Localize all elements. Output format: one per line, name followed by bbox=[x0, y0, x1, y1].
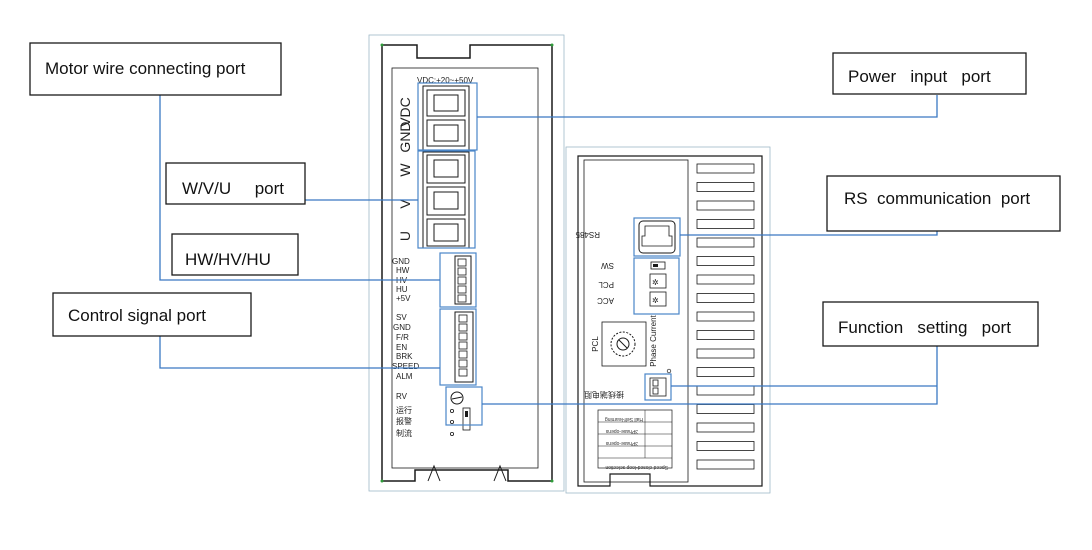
leader-line-motor-wire bbox=[159, 95, 440, 281]
svg-text:✲: ✲ bbox=[652, 296, 659, 305]
svg-text:✲: ✲ bbox=[652, 278, 659, 287]
leader-line-power bbox=[477, 95, 938, 118]
heatsink-fin bbox=[696, 422, 755, 433]
callout-function: Function setting port bbox=[822, 301, 1039, 347]
callout-power-text: Power input port bbox=[848, 67, 991, 86]
callout-power: Power input port bbox=[832, 52, 1027, 95]
terminal-label-v: V bbox=[397, 199, 413, 209]
led-label-current: 制流 bbox=[396, 428, 412, 438]
table-row-text: 3Phase-opens bbox=[605, 428, 638, 434]
heatsink-fin bbox=[696, 182, 755, 192]
callout-control-text: Control signal port bbox=[68, 306, 206, 325]
callout-rs-text: RS communication port bbox=[844, 189, 1030, 208]
heatsink-fin bbox=[696, 367, 755, 377]
resistor-label: 接线端电阻 bbox=[584, 390, 624, 400]
callout-wvu: W/V/U port bbox=[165, 162, 306, 205]
terminal-label-w: W bbox=[397, 163, 413, 177]
signal-pin-label: ALM bbox=[396, 372, 413, 381]
table-row-text: Speed closed-loop selection bbox=[605, 464, 668, 470]
heatsink-fin bbox=[696, 348, 755, 359]
hall-pin-label: GND bbox=[392, 257, 410, 266]
signal-pin-label: BRK bbox=[396, 352, 413, 361]
rs485-connector bbox=[633, 217, 681, 257]
pcl-rotary-switch: ✲ bbox=[649, 273, 667, 289]
signal-pin-label: F/R bbox=[396, 333, 409, 342]
heatsink-fin bbox=[696, 404, 755, 414]
heatsink-fin bbox=[696, 256, 755, 266]
leader-line-function bbox=[482, 346, 938, 405]
sw-switch bbox=[650, 261, 666, 270]
settings-table: Hall Self-learning 3Phase-opens 3Phase-o… bbox=[597, 409, 673, 470]
heatsink-fins bbox=[696, 163, 755, 470]
rv-label: RV bbox=[396, 392, 408, 401]
callout-motor-wire-text: Motor wire connecting port bbox=[45, 59, 246, 78]
callout-hall: HW/HV/HU bbox=[171, 233, 299, 276]
signal-pin-label: SV bbox=[396, 313, 407, 322]
callout-control: Control signal port bbox=[52, 292, 252, 337]
terminal-label-gnd: GND bbox=[397, 121, 413, 152]
signal-pin-label: SPEED bbox=[392, 362, 419, 371]
acc-rotary-switch: ✲ bbox=[649, 291, 667, 307]
leader-line-control bbox=[159, 336, 440, 369]
driver-front-view: VDC:+20~+50V VDC GND W V U GND HW HV bbox=[368, 34, 565, 492]
signal-pin-label: GND bbox=[393, 323, 411, 332]
motor-terminal-block bbox=[422, 151, 470, 249]
driver-side-view: RS485 SW PCL ACC ✲ ✲ PCL bbox=[565, 146, 771, 494]
signal-connector bbox=[454, 311, 474, 383]
hall-pin-label: HW bbox=[396, 266, 410, 275]
heatsink-fin bbox=[696, 219, 755, 229]
heatsink-fin bbox=[696, 163, 755, 174]
hall-pin-label: +5V bbox=[396, 294, 411, 303]
switch-group-highlight bbox=[633, 257, 680, 315]
callout-hall-text: HW/HV/HU bbox=[185, 250, 271, 269]
callout-wvu-text: W/V/U port bbox=[182, 179, 284, 198]
hall-connector bbox=[454, 255, 472, 305]
table-row-text: Hall Self-learning bbox=[605, 416, 643, 422]
pcl-label: PCL bbox=[598, 280, 614, 289]
heatsink-fin bbox=[696, 385, 755, 396]
terminal-label-vdc: VDC bbox=[397, 97, 413, 127]
control-port-highlight bbox=[439, 308, 477, 386]
status-leds bbox=[449, 407, 471, 436]
power-terminal-block bbox=[422, 85, 470, 151]
heatsink-fin bbox=[696, 293, 755, 303]
heatsink-fin bbox=[696, 311, 755, 322]
heatsink-fin bbox=[696, 274, 755, 285]
table-row-text: 3Phase-opens bbox=[605, 440, 638, 446]
signal-pin-label: EN bbox=[396, 343, 407, 352]
acc-label: ACC bbox=[597, 296, 614, 305]
rv-potentiometer bbox=[450, 391, 464, 405]
heatsink-fin bbox=[696, 200, 755, 211]
vdc-range-label: VDC:+20~+50V bbox=[417, 76, 474, 85]
led-label-alarm: 报警 bbox=[396, 416, 412, 426]
pcl-knob-label: PCL bbox=[591, 336, 600, 352]
heatsink-fin bbox=[696, 330, 755, 340]
sw-label: SW bbox=[601, 261, 614, 270]
phase-current-knob bbox=[601, 321, 647, 367]
callout-motor-wire: Motor wire connecting port bbox=[29, 42, 282, 96]
rs485-label: RS485 bbox=[575, 230, 600, 239]
function-dip-switch bbox=[644, 368, 672, 401]
callout-function-text: Function setting port bbox=[838, 318, 1011, 337]
phase-current-label: Phase Current bbox=[649, 314, 658, 366]
heatsink-fin bbox=[696, 459, 755, 470]
heatsink-fin bbox=[696, 237, 755, 248]
led-label-run: 运行 bbox=[396, 405, 412, 415]
callout-rs: RS communication port bbox=[826, 175, 1061, 232]
hall-pin-label: HU bbox=[396, 285, 408, 294]
heatsink-fin bbox=[696, 441, 755, 451]
terminal-label-u: U bbox=[397, 231, 413, 241]
rv-highlight bbox=[445, 386, 483, 426]
leader-line-rs bbox=[680, 231, 938, 236]
leader-lines bbox=[159, 95, 938, 405]
